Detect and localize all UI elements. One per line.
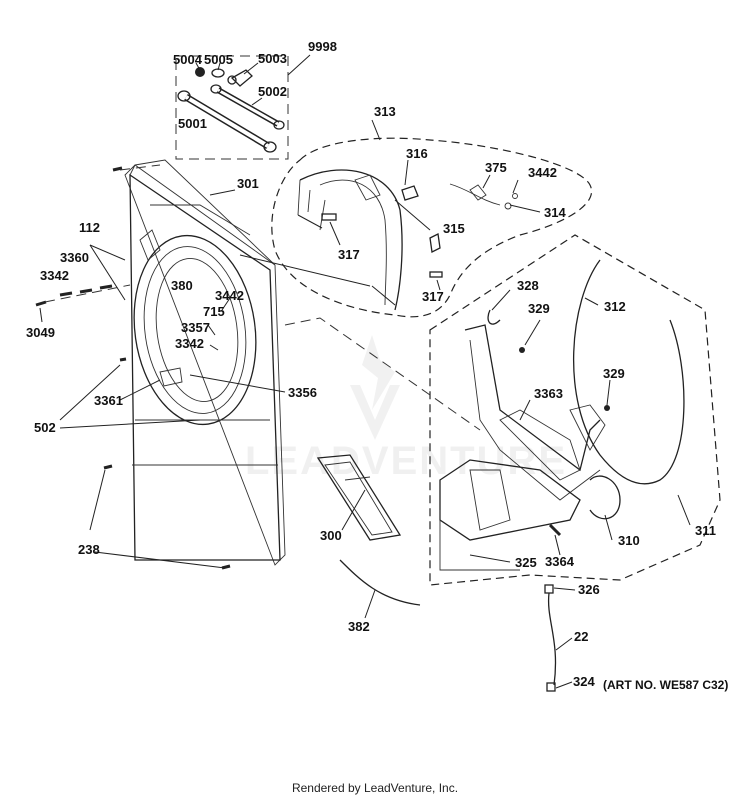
seal-strip-312	[572, 259, 685, 485]
callout-300: 300	[320, 528, 342, 543]
hose-kit-group	[175, 54, 311, 160]
callout-325: 325	[515, 555, 537, 570]
callout-3442-top: 3442	[528, 165, 557, 180]
watermark-logo: LEADVENTURE	[245, 335, 567, 483]
seal-assembly-313	[271, 137, 593, 318]
callout-317-a: 317	[338, 247, 360, 262]
front-panel	[124, 159, 286, 566]
leader-lines	[39, 119, 691, 689]
callout-312: 312	[604, 299, 626, 314]
wire-382	[339, 559, 421, 606]
y-connector-5003	[227, 69, 253, 87]
footer-credit: Rendered by LeadVenture, Inc.	[291, 781, 459, 795]
callout-324: 324	[573, 674, 595, 689]
callout-22: 22	[574, 629, 588, 644]
hose-5002	[210, 84, 285, 130]
callout-9998: 9998	[308, 39, 337, 54]
callout-317-b: 317	[422, 289, 444, 304]
callout-328: 328	[517, 278, 539, 293]
callout-314: 314	[544, 205, 566, 220]
callout-3342-left: 3342	[40, 268, 69, 283]
art-number-note: (ART NO. WE587 C32)	[603, 678, 728, 692]
callout-5002: 5002	[258, 84, 287, 99]
callout-3363: 3363	[534, 386, 563, 401]
lint-filter-300	[316, 454, 402, 541]
callout-labels: 9998 5004 5005 5003 5002 5001 313 316 37…	[26, 39, 728, 692]
callout-3049: 3049	[26, 325, 55, 340]
callout-326: 326	[578, 582, 600, 597]
callout-301: 301	[237, 176, 259, 191]
callout-3361: 3361	[94, 393, 123, 408]
duct-assembly-311	[429, 234, 721, 586]
watermark-text: LEADVENTURE	[245, 439, 567, 483]
callout-5001: 5001	[178, 116, 207, 131]
callout-238: 238	[78, 542, 100, 557]
callout-3442-mid: 3442	[215, 288, 244, 303]
callout-329-top: 329	[528, 301, 550, 316]
hose-5001	[177, 90, 277, 153]
callout-3364: 3364	[545, 554, 575, 569]
callout-5003: 5003	[258, 51, 287, 66]
sensor-harness-22	[544, 584, 557, 692]
callout-315: 315	[443, 221, 465, 236]
callout-715: 715	[203, 304, 225, 319]
filter-guide-dash	[284, 317, 481, 431]
callout-3356: 3356	[288, 385, 317, 400]
callout-382: 382	[348, 619, 370, 634]
callout-3342-mid: 3342	[175, 336, 204, 351]
washer-5005	[211, 68, 225, 78]
callout-375: 375	[485, 160, 507, 175]
callout-502: 502	[34, 420, 56, 435]
callout-310: 310	[618, 533, 640, 548]
callout-313: 313	[374, 104, 396, 119]
callout-5005: 5005	[204, 52, 233, 67]
washer-5004	[195, 67, 205, 77]
callout-112: 112	[79, 220, 100, 235]
callout-311: 311	[695, 523, 716, 538]
callout-3357: 3357	[181, 320, 210, 335]
callout-380: 380	[171, 278, 193, 293]
callout-316: 316	[406, 146, 428, 161]
callout-329-right: 329	[603, 366, 625, 381]
callout-5004: 5004	[173, 52, 203, 67]
callout-3360: 3360	[60, 250, 89, 265]
